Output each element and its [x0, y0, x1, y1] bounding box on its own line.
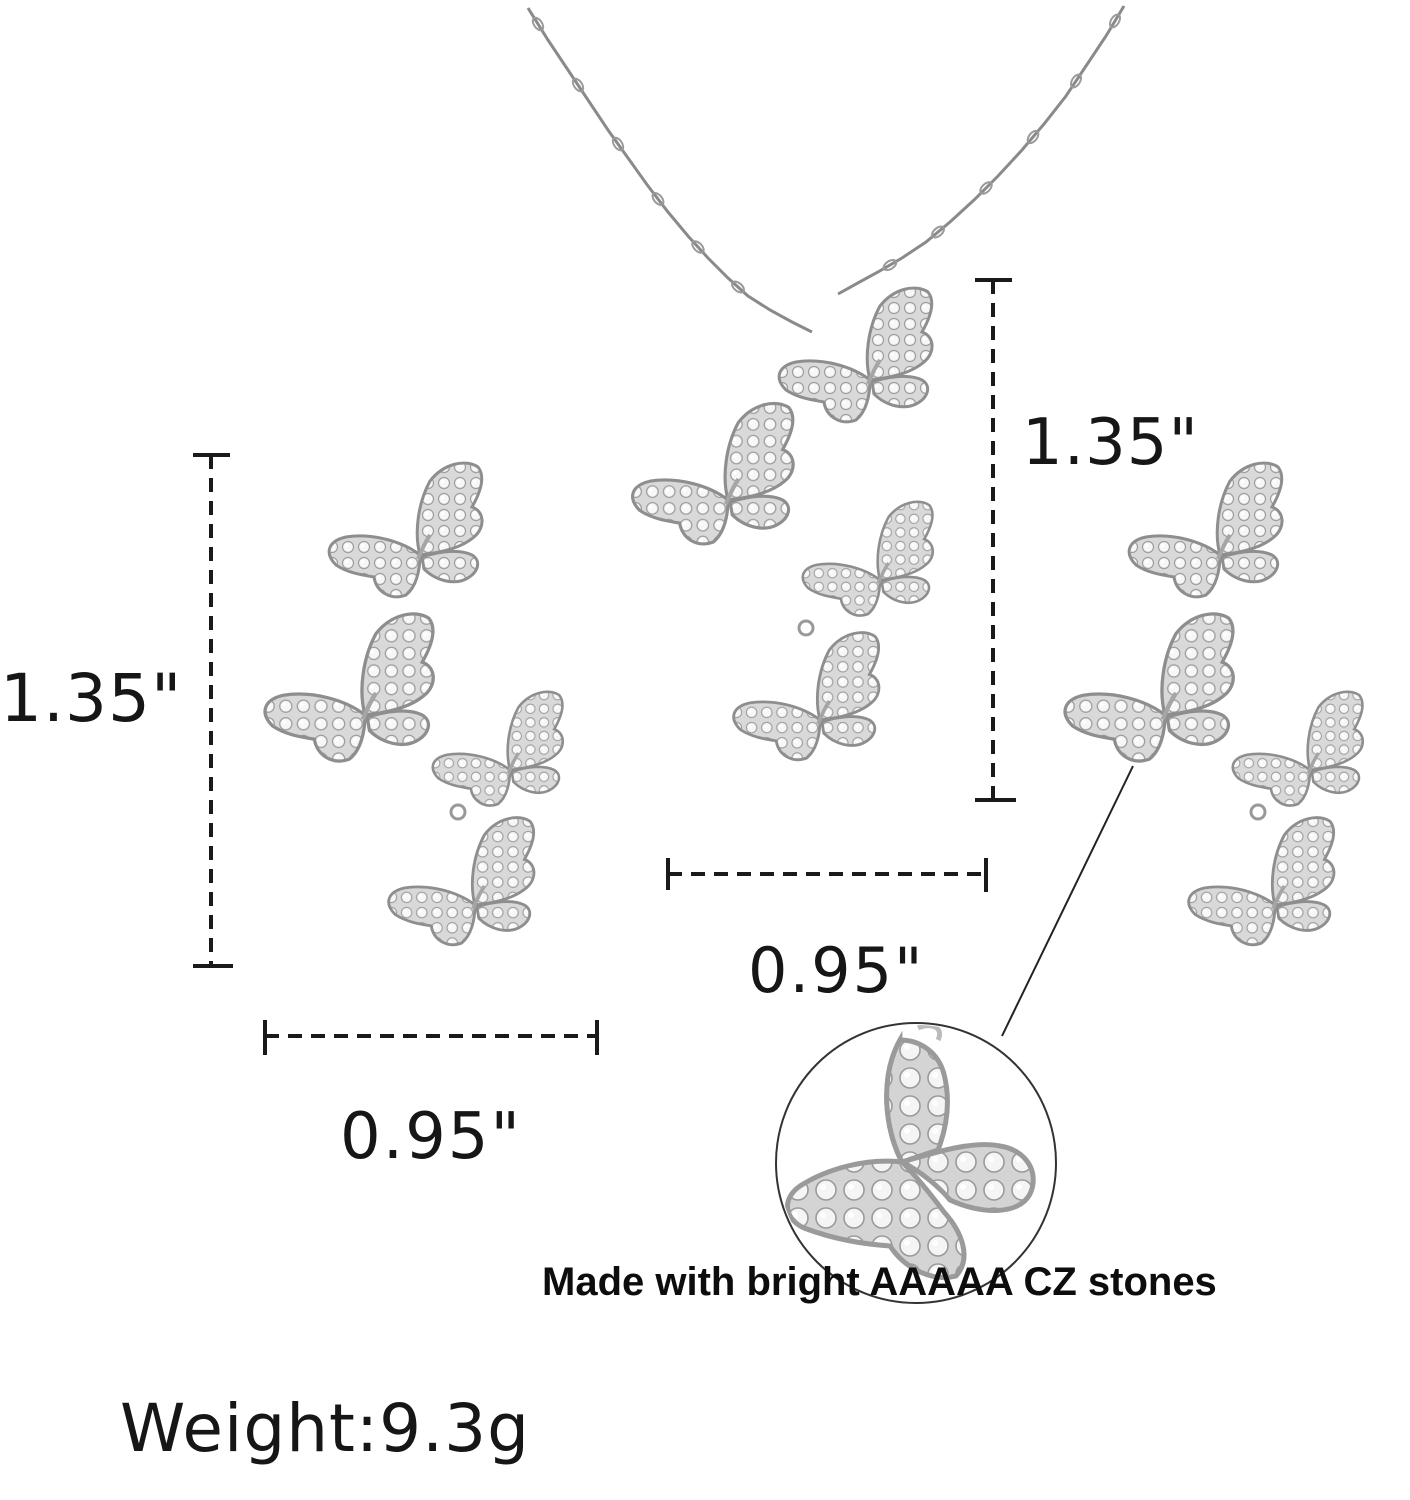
right-earring-butterflies	[1065, 461, 1365, 947]
necklace-chain	[526, 5, 1126, 334]
weight-label: Weight:9.3g	[120, 1390, 531, 1467]
left-earring-butterflies	[265, 461, 565, 947]
pendant-butterflies	[633, 286, 935, 762]
pendant-height-label: 1.35"	[1022, 406, 1199, 480]
left-earring-height-label: 1.35"	[0, 660, 183, 737]
stones-caption: Made with bright AAAAA CZ stones	[542, 1260, 1217, 1304]
stone-detail-callout	[775, 765, 1134, 1304]
dimension-lines	[193, 278, 1016, 1055]
left-earring-width-label: 0.95"	[340, 1100, 522, 1174]
pendant-width-label: 0.95"	[748, 934, 925, 1007]
